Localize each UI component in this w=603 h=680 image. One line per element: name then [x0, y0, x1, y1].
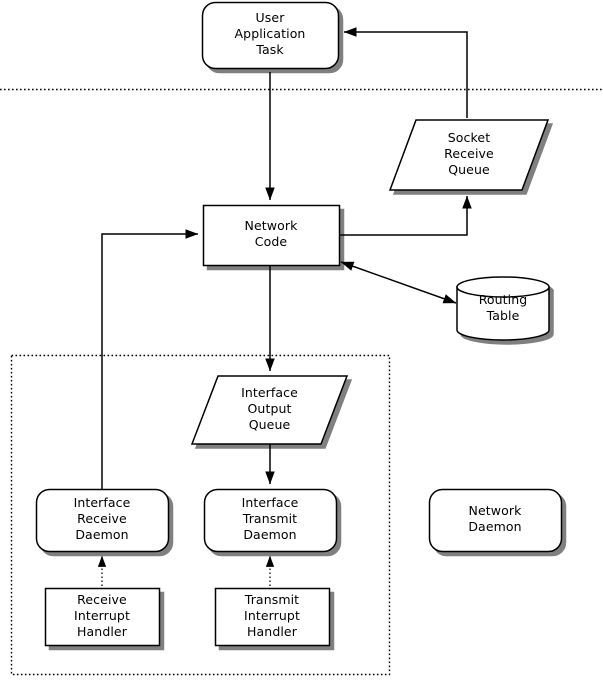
node-shape-transmit-interrupt-handler [214, 587, 331, 647]
node-shape-network-code [202, 204, 341, 267]
node-shapes [35, 1, 563, 647]
connector-network-code-to-socket-queue [339, 195, 472, 236]
boundary-network-daemon-region [10, 354, 391, 676]
node-shape-routing-table [456, 286, 550, 341]
boundaries [0, 88, 603, 676]
node-shape-user-application-task [201, 1, 340, 70]
connector-socket-queue-to-user-task [343, 27, 468, 118]
node-shape-routing-table [456, 276, 550, 298]
node-shape-socket-receive-queue [388, 119, 550, 191]
connector-receive-daemon-to-network-code [101, 229, 199, 489]
node-shape-interface-output-queue [190, 375, 349, 445]
node-shape-network-daemon [428, 488, 563, 553]
node-shape-receive-interrupt-handler [44, 587, 161, 647]
connectors [97, 27, 472, 586]
connector-network-code-routing-table [340, 261, 457, 304]
node-shape-interface-transmit-daemon [203, 488, 338, 553]
node-shape-interface-receive-daemon [35, 488, 170, 553]
